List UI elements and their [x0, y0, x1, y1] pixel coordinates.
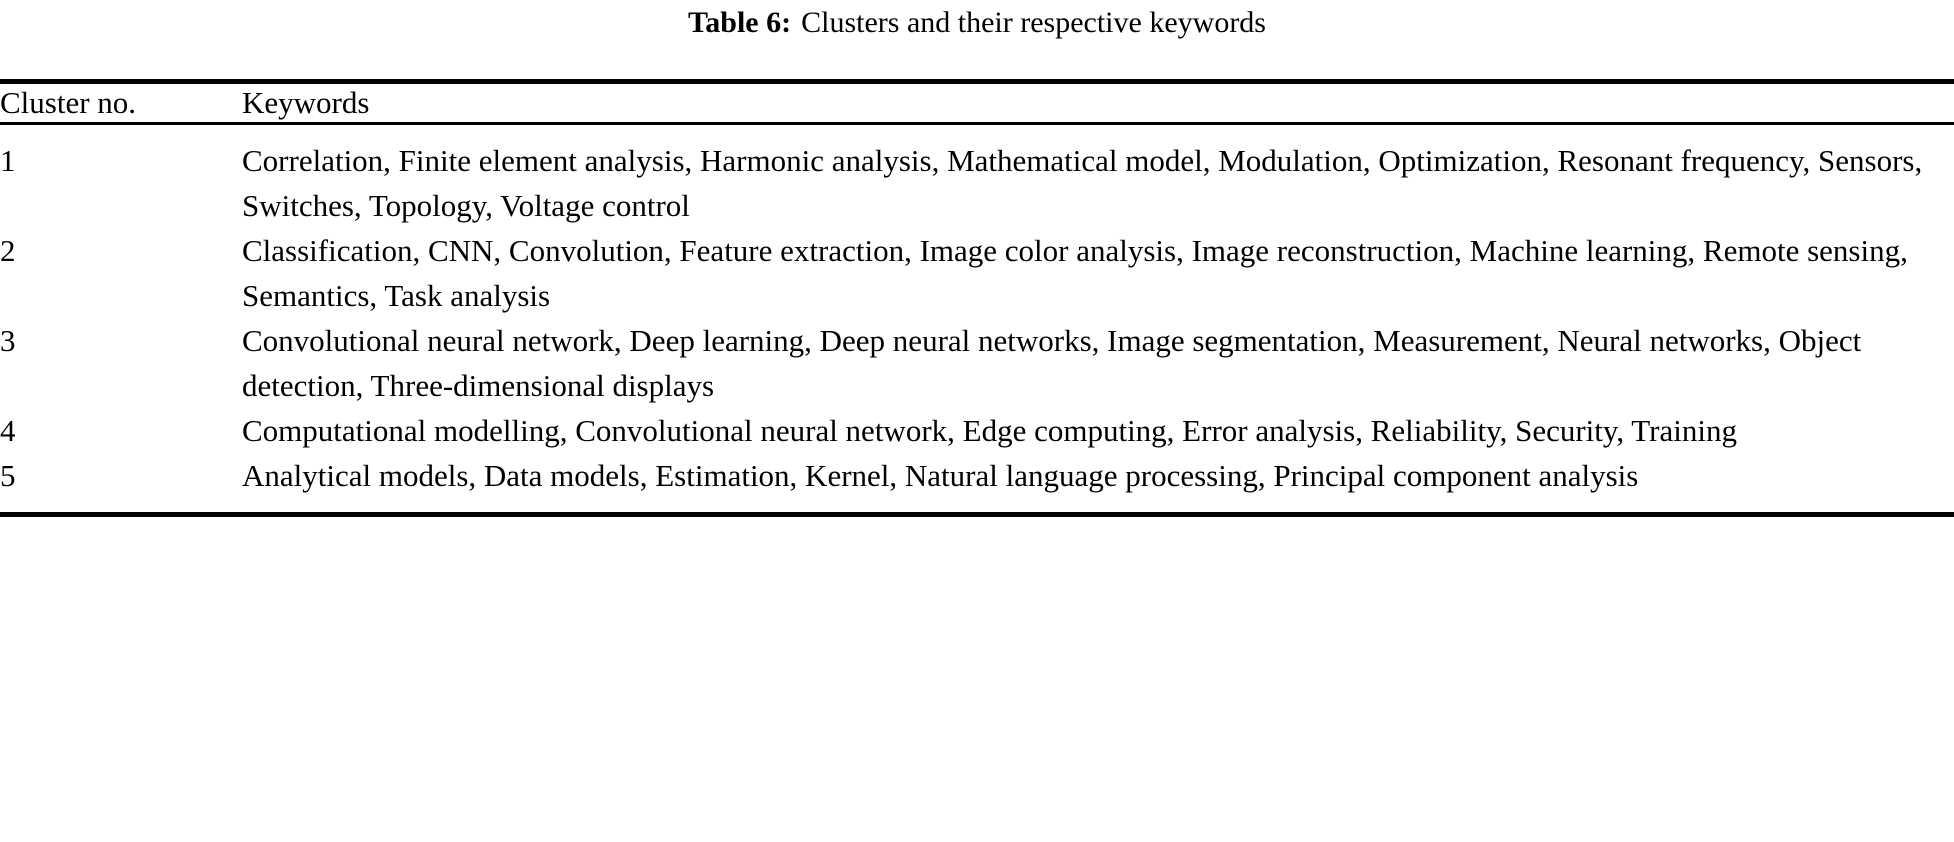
clusters-keywords-table-body: 1 Correlation, Finite element analysis, …	[0, 125, 1954, 512]
table-row: 2 Classification, CNN, Convolution, Feat…	[0, 228, 1954, 318]
column-header-keywords: Keywords	[242, 85, 370, 120]
table-caption: Table 6: Clusters and their respective ke…	[0, 0, 1954, 46]
cell-cluster-no: 5	[0, 458, 16, 493]
table-row: 1 Correlation, Finite element analysis, …	[0, 125, 1954, 228]
cell-cluster-no: 4	[0, 413, 16, 448]
table-caption-label: Table 6:	[688, 6, 792, 39]
table-caption-text: Clusters and their respective keywords	[801, 6, 1266, 39]
table-row: 3 Convolutional neural network, Deep lea…	[0, 318, 1954, 408]
table-header-rule	[0, 122, 1954, 125]
cell-cluster-no: 3	[0, 323, 16, 358]
table-header-row: Cluster no. Keywords	[0, 84, 1954, 122]
table-top-rule	[0, 79, 1954, 84]
cell-keywords: Convolutional neural network, Deep learn…	[242, 323, 1862, 403]
column-header-cluster-no: Cluster no.	[0, 85, 137, 120]
cell-keywords: Computational modelling, Convolutional n…	[242, 413, 1737, 448]
table-row: 5 Analytical models, Data models, Estima…	[0, 453, 1954, 512]
clusters-keywords-table: Cluster no. Keywords	[0, 84, 1954, 122]
table-row: 4 Computational modelling, Convolutional…	[0, 408, 1954, 453]
cell-cluster-no: 2	[0, 233, 16, 268]
cell-cluster-no: 1	[0, 143, 16, 178]
table-bottom-rule	[0, 512, 1954, 517]
cell-keywords: Analytical models, Data models, Estimati…	[242, 458, 1639, 493]
cell-keywords: Correlation, Finite element analysis, Ha…	[242, 143, 1923, 223]
cell-keywords: Classification, CNN, Convolution, Featur…	[242, 233, 1908, 313]
